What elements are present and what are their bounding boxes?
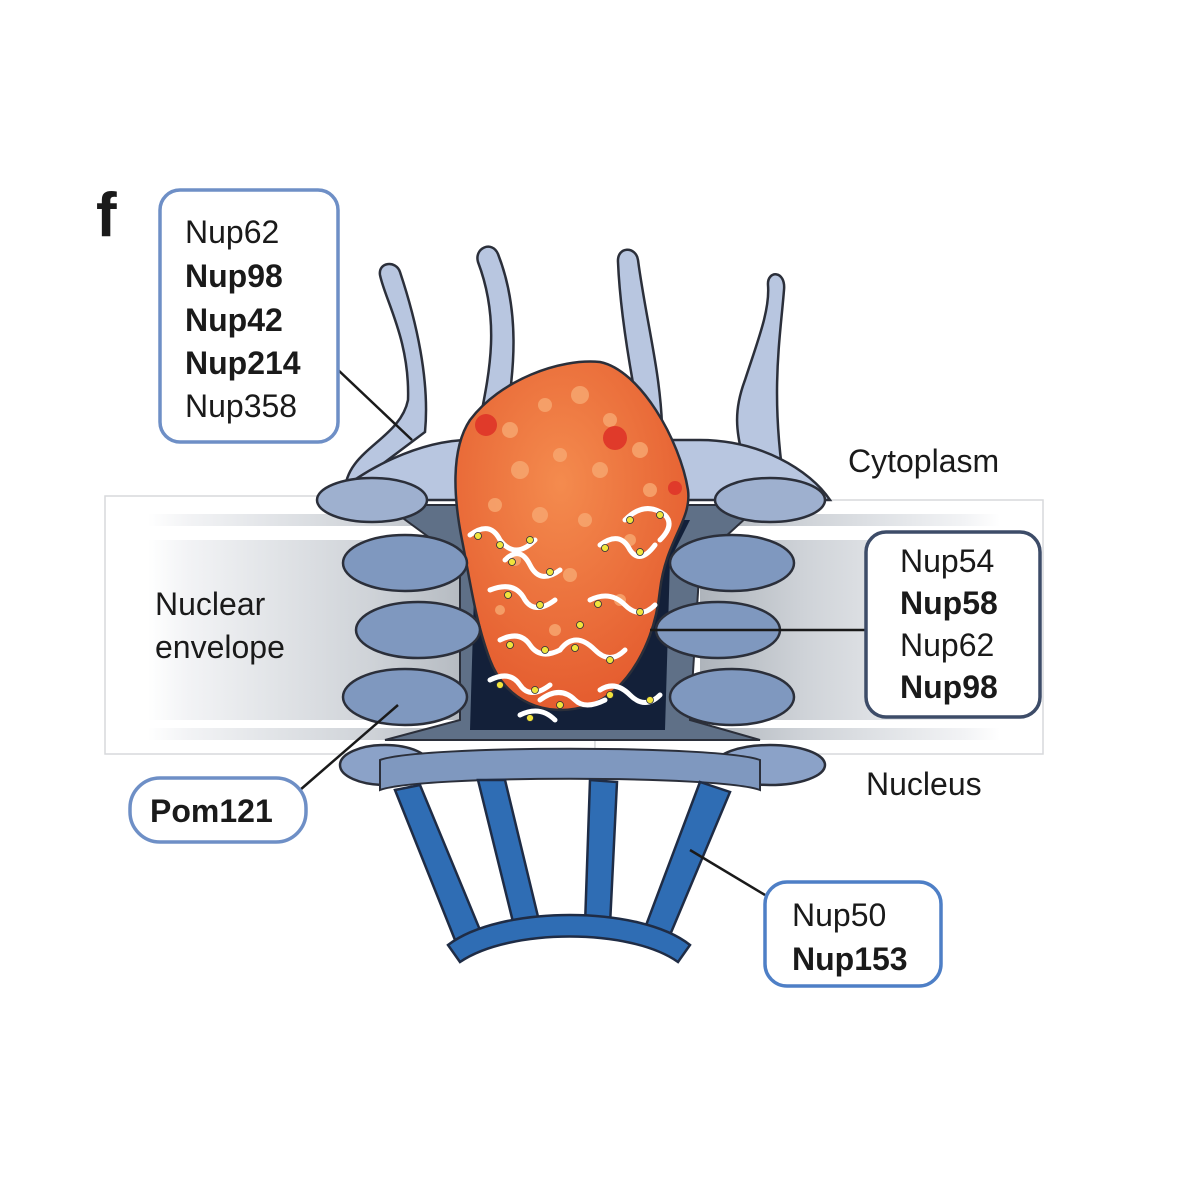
callout-basket-item: Nup153 [792,941,908,977]
callout-channel-item: Nup54 [900,543,994,579]
panel-letter: f [96,181,117,250]
callout-basket-item: Nup50 [792,897,886,933]
nuclear-basket [393,778,732,964]
callout-cytoplasmic-filaments: Nup62 Nup98 Nup42 Nup214 Nup358 [158,188,340,444]
callout-nuclear-basket: Nup50 Nup153 [763,880,943,988]
callout-cytoplasmic-item: Nup62 [185,214,279,250]
callout-membrane-ring: Pom121 [128,776,308,844]
nuclear-envelope-label-line2: envelope [155,629,285,665]
nucleus-label: Nucleus [866,766,982,802]
callout-channel-item: Nup62 [900,627,994,663]
callout-cytoplasmic-item: Nup358 [185,388,297,424]
callout-channel-item: Nup58 [900,585,998,621]
callout-channel-item: Nup98 [900,669,998,705]
cytoplasm-label: Cytoplasm [848,443,999,479]
callout-membrane-item: Pom121 [150,793,273,829]
callout-central-channel: Nup54 Nup58 Nup62 Nup98 [864,530,1042,719]
nuclear-envelope-label-line1: Nuclear [155,586,266,622]
leader-lines [299,367,866,897]
fg-repeat-dots [474,511,664,722]
nuclear-ring [379,747,761,792]
callout-cytoplasmic-item: Nup42 [185,302,283,338]
callout-cytoplasmic-item: Nup214 [185,345,301,381]
fg-repeats [467,506,672,723]
callout-cytoplasmic-item: Nup98 [185,258,283,294]
